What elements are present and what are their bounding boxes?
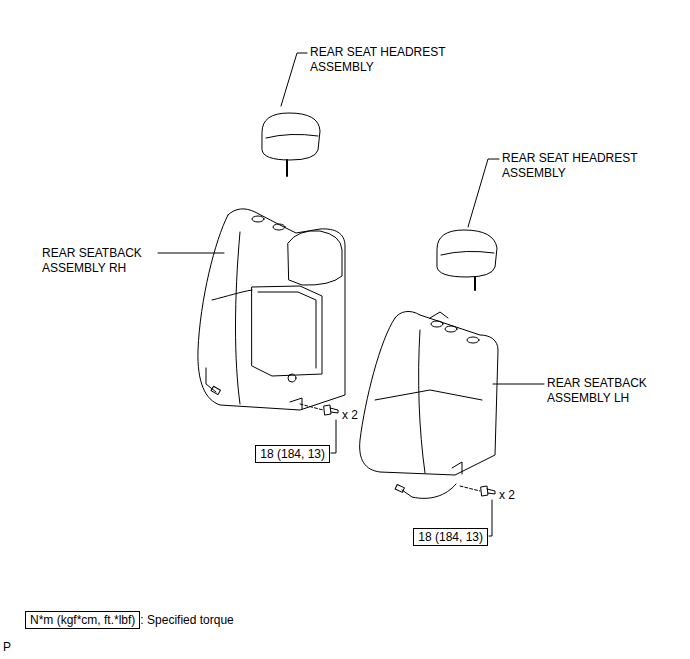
torque-box: 18 (184, 13) xyxy=(255,445,330,463)
quantity-label: x 2 xyxy=(499,488,539,503)
seatback-lh xyxy=(360,311,498,498)
torque-value: 18 (184, 13) xyxy=(413,528,488,546)
part-name: REAR SEAT HEADREST ASSEMBLY xyxy=(502,151,667,181)
part-name: REAR SEATBACK ASSEMBLY RH xyxy=(42,246,157,276)
headrest-rh xyxy=(262,113,320,176)
torque-value: N*m (kgf*cm, ft.*lbf) xyxy=(25,611,140,629)
part-name: REAR SEAT HEADREST ASSEMBLY xyxy=(310,45,475,75)
headrest-lh xyxy=(437,230,497,290)
legend-torque-box: N*m (kgf*cm, ft.*lbf): Specified torque xyxy=(25,611,234,629)
quantity-label: x 2 xyxy=(342,408,382,423)
torque-value: 18 (184, 13) xyxy=(255,445,330,463)
seatback-rh xyxy=(198,209,345,410)
torque-box: 18 (184, 13) xyxy=(413,528,488,546)
legend-text: : Specified torque xyxy=(140,612,233,628)
part-name: REAR SEATBACK ASSEMBLY LH xyxy=(547,376,662,406)
bolt xyxy=(460,486,495,496)
leader-lines xyxy=(158,53,544,536)
figure-code: P xyxy=(3,640,23,655)
bolt xyxy=(300,404,338,415)
